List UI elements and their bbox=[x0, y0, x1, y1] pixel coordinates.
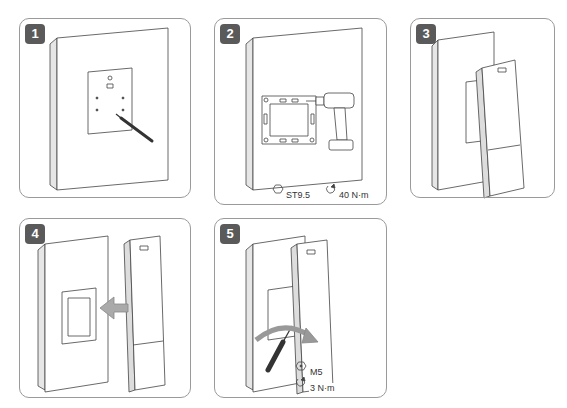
screw-spec: ST9.5 bbox=[285, 190, 311, 201]
rotate-arrow bbox=[256, 328, 318, 343]
mounting-bracket-part bbox=[262, 96, 316, 144]
mounting-bracket bbox=[262, 96, 316, 144]
wall-board bbox=[246, 28, 362, 190]
torque-icon-part bbox=[331, 184, 335, 188]
step-panel: 4 bbox=[19, 218, 191, 398]
step-panel: 5M5 3 N·m bbox=[214, 218, 387, 398]
step-panel: 2ST9.5 40 N·m bbox=[214, 18, 387, 205]
torque-spec-holder: 3 N·m bbox=[309, 377, 336, 395]
screw-icon bbox=[296, 362, 306, 370]
move-arrow-part bbox=[100, 297, 128, 319]
device-part bbox=[482, 60, 524, 196]
device-part bbox=[130, 236, 165, 390]
step-number-holder: 1 bbox=[25, 24, 45, 44]
step-number: 1 bbox=[25, 24, 45, 44]
drilling-template-part bbox=[108, 76, 112, 80]
drilling-template-part bbox=[96, 97, 98, 99]
move-arrow bbox=[100, 297, 128, 319]
power-drill-part bbox=[306, 101, 316, 102]
device-part bbox=[488, 145, 520, 150]
wall-board-part bbox=[62, 288, 96, 344]
screw-icon bbox=[273, 185, 283, 193]
rotate-arrow-part bbox=[256, 328, 310, 340]
screw-spec-holder: ST9.5 bbox=[285, 184, 311, 202]
screwdriver-part bbox=[268, 342, 283, 370]
step-number-holder: 3 bbox=[416, 24, 436, 44]
screw-icon-part bbox=[300, 365, 302, 367]
wall-board-part bbox=[253, 28, 362, 190]
screw-icon-part bbox=[296, 362, 306, 370]
mounting-bracket-part bbox=[264, 114, 267, 124]
mounting-bracket-part bbox=[280, 139, 286, 142]
power-drill-part bbox=[329, 140, 353, 150]
power-drill-part bbox=[324, 93, 354, 108]
wall-board bbox=[38, 236, 108, 392]
power-drill-part bbox=[316, 97, 324, 105]
device-part bbox=[297, 240, 333, 392]
drilling-template-part bbox=[122, 109, 124, 111]
device-part bbox=[498, 68, 506, 72]
wall-board-part bbox=[57, 28, 168, 190]
device-part bbox=[140, 246, 148, 250]
step-number-holder: 2 bbox=[220, 24, 240, 44]
drilling-template-part bbox=[88, 68, 132, 134]
torque-icon bbox=[297, 377, 305, 386]
wall-board-part bbox=[68, 298, 90, 336]
drilling-template-part bbox=[122, 97, 124, 99]
device bbox=[291, 240, 333, 394]
step-number-holder: 4 bbox=[25, 224, 45, 244]
mounting-bracket-part bbox=[311, 114, 314, 124]
mounting-bracket-part bbox=[292, 99, 298, 102]
wall-board-part bbox=[246, 38, 253, 190]
device bbox=[124, 236, 165, 392]
step-number: 2 bbox=[220, 24, 240, 44]
device-part bbox=[133, 341, 163, 345]
mounting-bracket-part bbox=[264, 138, 268, 142]
wall-board-part bbox=[50, 38, 57, 190]
drilling-template-part bbox=[96, 109, 98, 111]
wall-board-part bbox=[432, 40, 438, 190]
wall-board bbox=[50, 28, 168, 190]
pencil-part bbox=[116, 114, 121, 118]
drilling-template-part bbox=[107, 84, 113, 88]
pencil bbox=[116, 114, 152, 141]
step-number: 3 bbox=[416, 24, 436, 44]
mounting-bracket-part bbox=[310, 138, 314, 142]
screw-spec: M5 bbox=[309, 367, 324, 378]
torque-spec-holder: 40 N·m bbox=[338, 184, 370, 202]
step-number: 5 bbox=[220, 224, 240, 244]
step-panel: 1 bbox=[19, 18, 191, 198]
rotate-arrow-part bbox=[302, 328, 318, 343]
wall-board-part bbox=[45, 236, 108, 392]
torque-icon bbox=[327, 184, 335, 193]
step-panel: 3 bbox=[410, 18, 555, 198]
step-number: 4 bbox=[25, 224, 45, 244]
screw-spec-holder: M5 bbox=[309, 361, 324, 379]
wall-board-part bbox=[246, 244, 253, 390]
power-drill bbox=[306, 93, 354, 150]
mounting-bracket-part bbox=[292, 139, 298, 142]
torque-spec: 3 N·m bbox=[309, 383, 336, 394]
wall-board-part bbox=[38, 244, 45, 390]
step-number-holder: 5 bbox=[220, 224, 240, 244]
mounting-bracket-part bbox=[264, 98, 268, 102]
drilling-template bbox=[88, 68, 132, 134]
device bbox=[476, 60, 524, 198]
mounting-bracket-part bbox=[280, 99, 286, 102]
torque-icon-part bbox=[301, 377, 305, 381]
mounting-bracket-part bbox=[270, 104, 308, 136]
torque-spec: 40 N·m bbox=[338, 190, 370, 201]
screw-icon-part bbox=[273, 185, 283, 193]
device-part bbox=[307, 250, 315, 254]
pencil-part bbox=[121, 118, 152, 141]
power-drill-part bbox=[334, 108, 347, 140]
